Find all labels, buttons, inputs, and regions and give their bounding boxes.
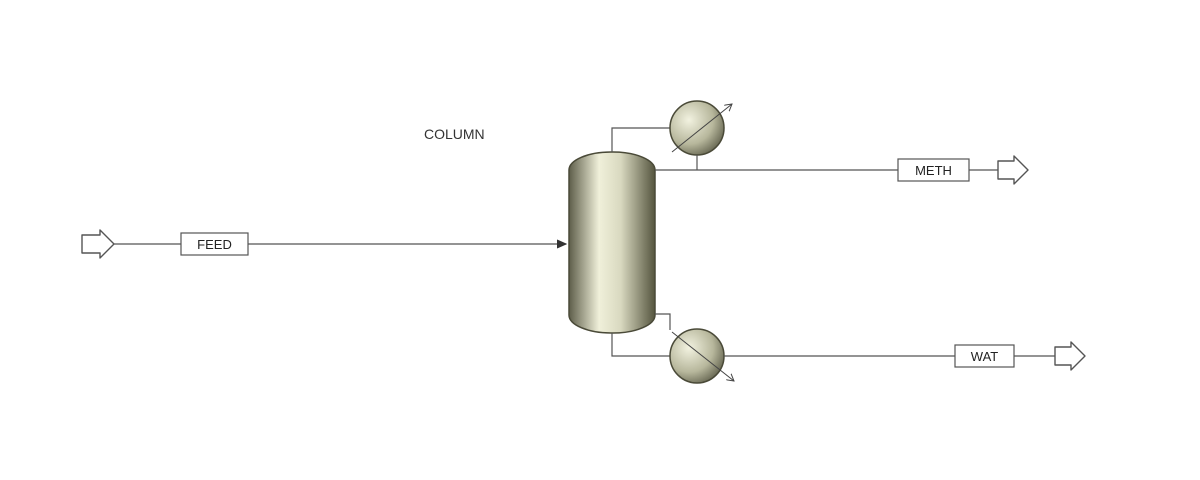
- wat-tag-label: WAT: [971, 349, 998, 364]
- condenser[interactable]: [611, 100, 732, 171]
- reboiler[interactable]: [611, 313, 734, 384]
- stream-wat[interactable]: WAT: [724, 341, 1086, 371]
- column-block-label: COLUMN: [424, 126, 485, 142]
- feed-tag-label: FEED: [197, 237, 232, 252]
- feed-port-icon: [81, 229, 115, 259]
- distillation-column-icon: [568, 151, 656, 334]
- stream-meth[interactable]: METH: [697, 155, 1029, 185]
- stream-feed[interactable]: FEED: [81, 229, 566, 259]
- meth-tag-label: METH: [915, 163, 952, 178]
- product-port-icon: [997, 155, 1029, 185]
- product-port-icon: [1054, 341, 1086, 371]
- distillation-column[interactable]: [568, 151, 656, 334]
